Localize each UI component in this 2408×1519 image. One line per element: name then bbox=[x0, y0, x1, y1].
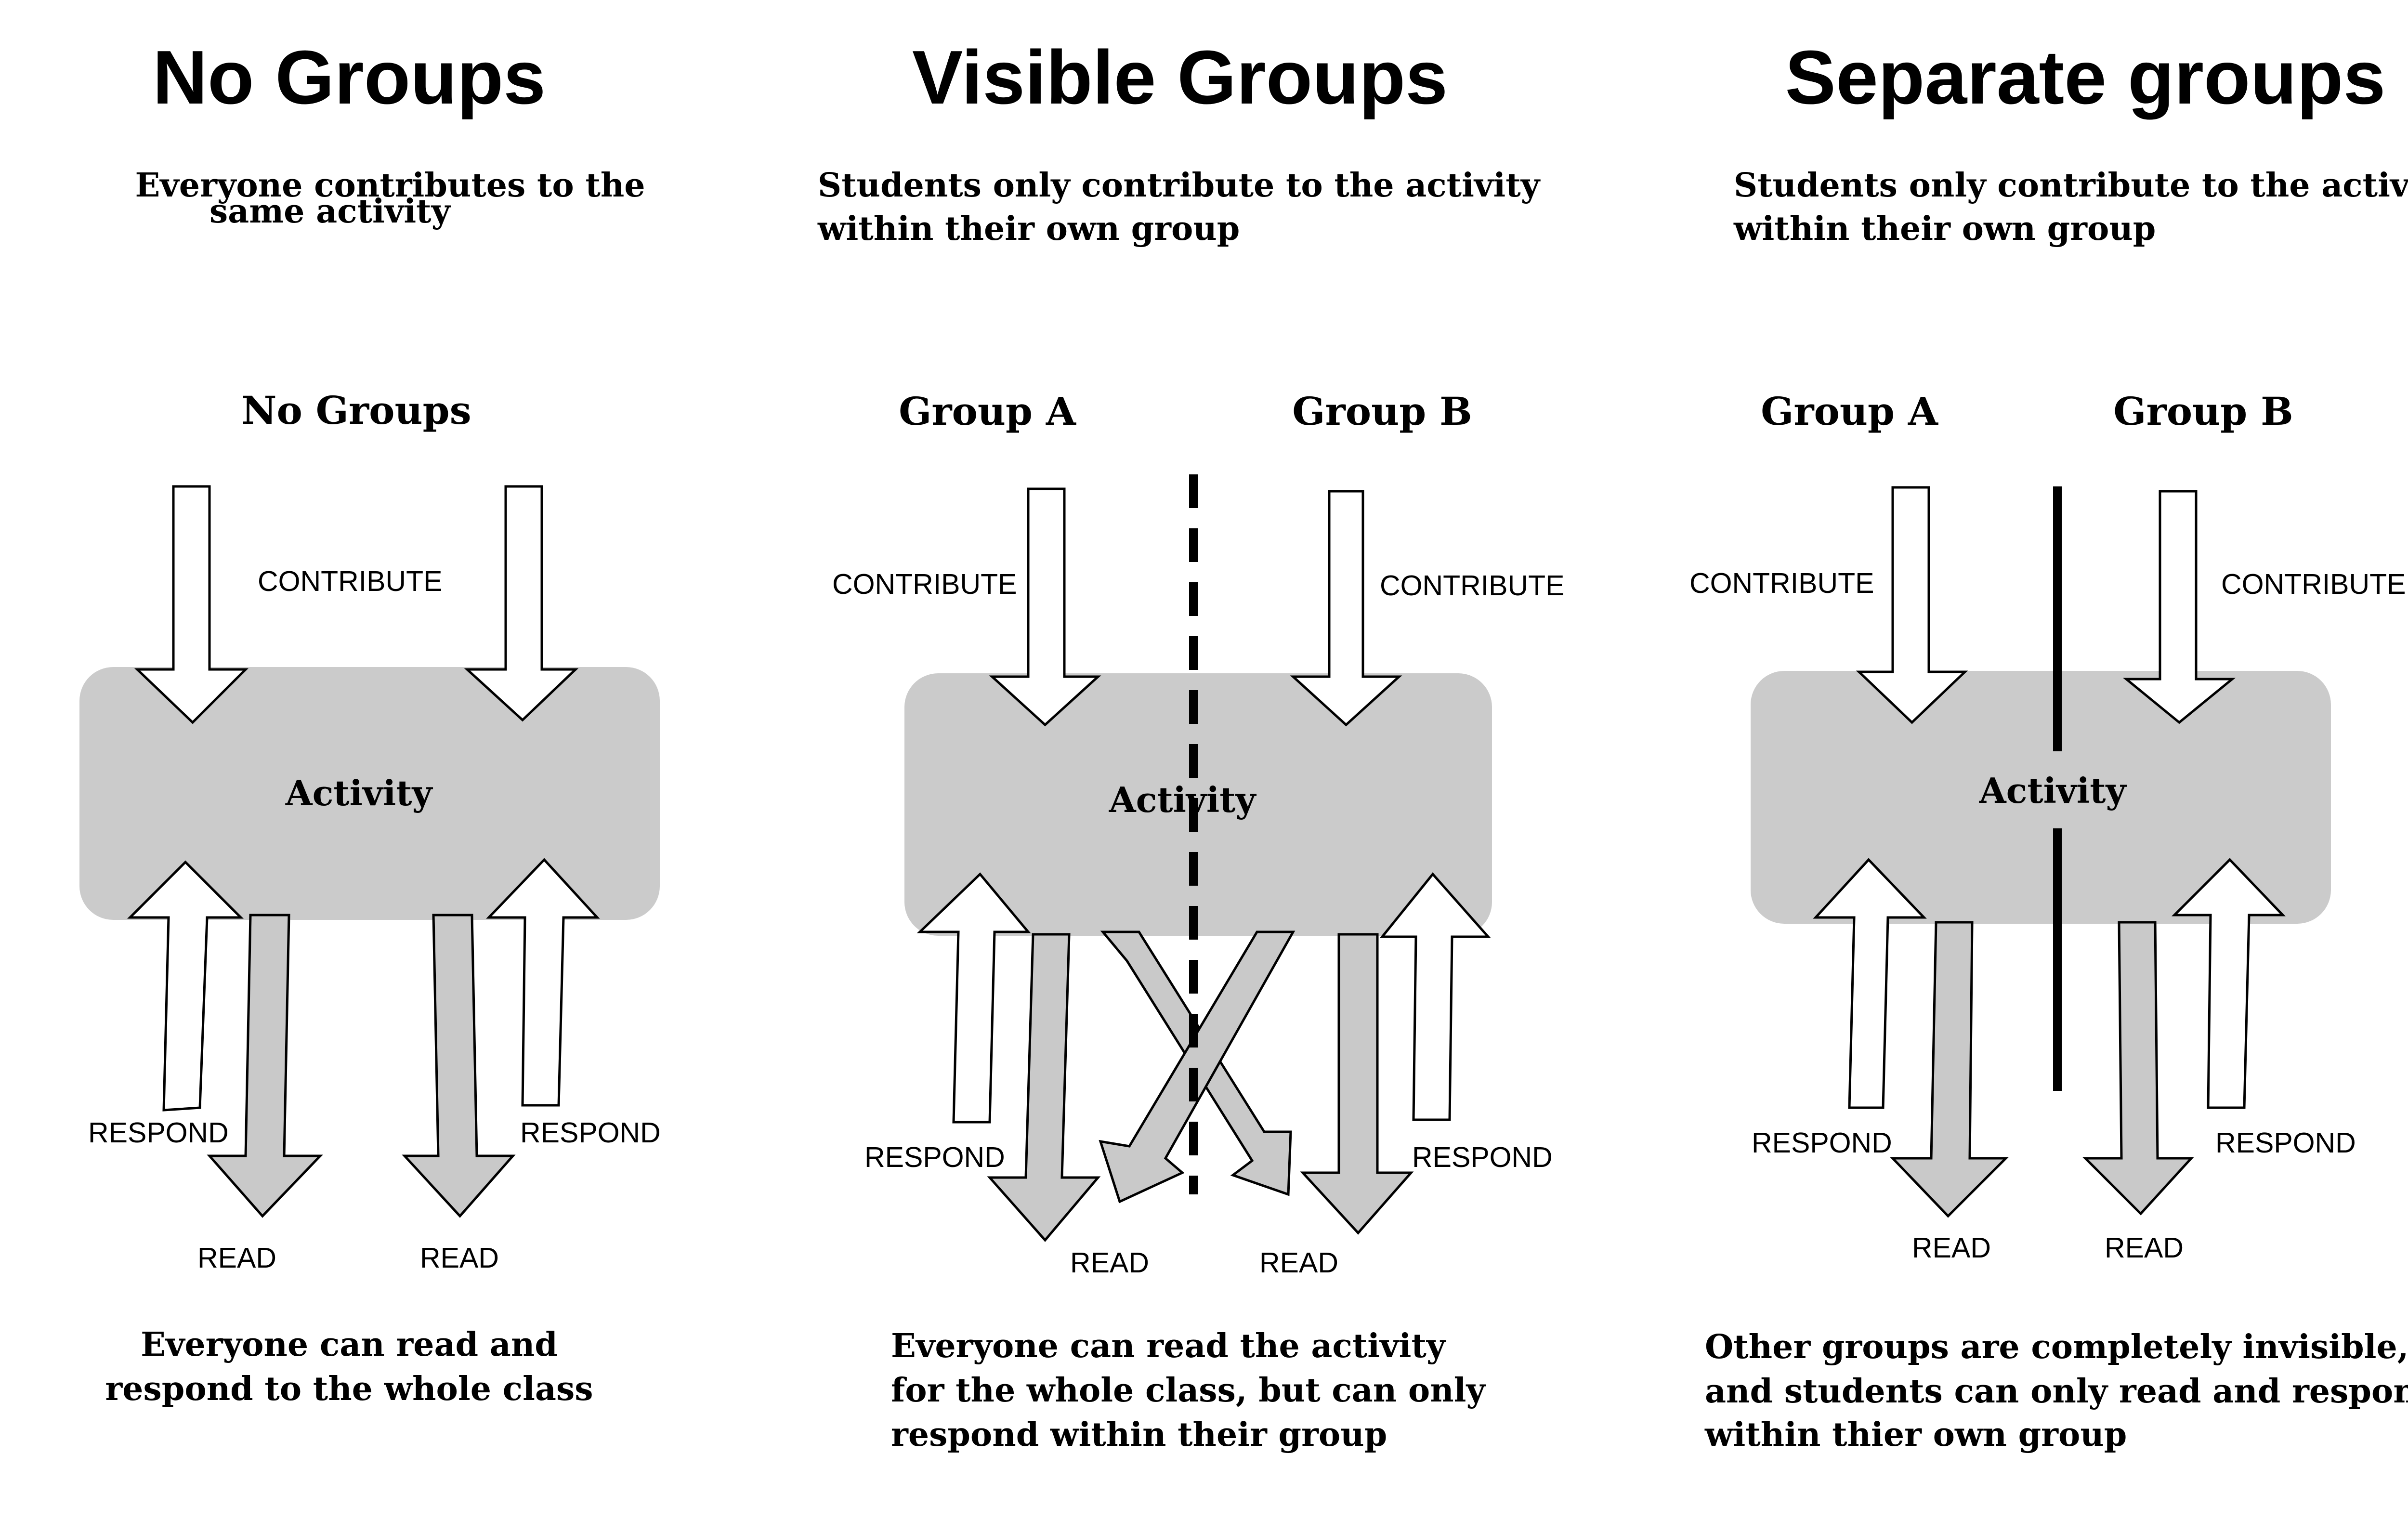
read-label: READ bbox=[1259, 1247, 1338, 1279]
contribute-arrow bbox=[2122, 490, 2236, 724]
activity-label: Activity bbox=[1979, 770, 2127, 811]
contribute-label: CONTRIBUTE bbox=[2221, 568, 2406, 600]
read-arrow bbox=[1890, 921, 2009, 1218]
respond-arrow bbox=[916, 872, 1031, 1124]
contribute-arrow bbox=[1856, 486, 1968, 724]
panel-footer-line: and students can only read and respond bbox=[1705, 1372, 2408, 1411]
panel-footer-line: within thier own group bbox=[1704, 1415, 2127, 1454]
panel-footer-line: for the whole class, but can only bbox=[891, 1371, 1486, 1410]
respond-label: RESPOND bbox=[520, 1117, 661, 1149]
panel-separate-groups: Separate groups Students only contribute… bbox=[1689, 35, 2408, 1454]
contribute-label: CONTRIBUTE bbox=[1689, 567, 1874, 599]
activity-label: Activity bbox=[1109, 779, 1257, 820]
read-label: READ bbox=[420, 1242, 499, 1274]
respond-label: RESPOND bbox=[1412, 1141, 1553, 1173]
read-arrow bbox=[987, 933, 1101, 1242]
respond-arrow bbox=[486, 858, 600, 1107]
panel-description-line: Students only contribute to the activity bbox=[1734, 166, 2408, 205]
panel-footer-line: respond to the whole class bbox=[105, 1370, 593, 1408]
panel-description-line: Students only contribute to the activity bbox=[818, 166, 1541, 205]
group-label: Group B bbox=[1292, 389, 1472, 434]
read-arrow bbox=[1300, 933, 1414, 1235]
activity-label: Activity bbox=[285, 773, 433, 813]
panel-footer-line: Everyone can read the activity bbox=[891, 1327, 1447, 1365]
read-label: READ bbox=[1070, 1247, 1149, 1279]
respond-arrow bbox=[1813, 858, 1927, 1109]
panel-description-line: within their own group bbox=[1733, 210, 2156, 248]
read-label: READ bbox=[2105, 1232, 2184, 1264]
panel-description-line: same activity bbox=[209, 192, 452, 231]
panel-footer-line: Other groups are completely invisible, bbox=[1705, 1328, 2408, 1366]
panel-description-line: within their own group bbox=[817, 210, 1240, 248]
cross-read-arrow bbox=[1099, 930, 1296, 1204]
read-label: READ bbox=[1912, 1232, 1991, 1264]
group-label: No Groups bbox=[241, 388, 471, 433]
respond-arrow bbox=[2171, 858, 2286, 1109]
group-label: Group A bbox=[899, 389, 1076, 434]
respond-label: RESPOND bbox=[88, 1117, 229, 1149]
respond-arrow bbox=[127, 860, 244, 1112]
contribute-arrow bbox=[134, 485, 249, 724]
respond-label: RESPOND bbox=[864, 1141, 1005, 1173]
panel-title: No Groups bbox=[153, 35, 546, 120]
contribute-label: CONTRIBUTE bbox=[258, 565, 443, 597]
contribute-label: CONTRIBUTE bbox=[832, 568, 1017, 600]
activity-box bbox=[1751, 671, 2331, 924]
read-arrow bbox=[402, 914, 516, 1218]
contribute-label: CONTRIBUTE bbox=[1380, 570, 1565, 602]
panel-visible-groups: Visible Groups Students only contribute … bbox=[817, 35, 1565, 1454]
contribute-arrow bbox=[989, 487, 1101, 727]
activity-box bbox=[904, 673, 1492, 936]
group-label: Group B bbox=[2113, 389, 2293, 434]
activity-box bbox=[79, 667, 660, 920]
panel-footer-line: respond within their group bbox=[891, 1415, 1387, 1454]
panel-title: Visible Groups bbox=[912, 35, 1448, 120]
respond-label: RESPOND bbox=[2215, 1127, 2356, 1159]
read-arrow bbox=[207, 914, 323, 1218]
panel-footer-line: Everyone can read and bbox=[141, 1325, 558, 1364]
contribute-arrow bbox=[464, 485, 579, 722]
respond-arrow bbox=[1379, 872, 1491, 1121]
panel-title: Separate groups bbox=[1785, 35, 2386, 120]
panel-description-line: Everyone contributes to the bbox=[135, 166, 645, 205]
respond-label: RESPOND bbox=[1752, 1127, 1892, 1159]
group-label: Group A bbox=[1761, 389, 1938, 434]
contribute-arrow bbox=[1290, 490, 1402, 727]
read-arrow bbox=[2082, 921, 2194, 1216]
panel-no-groups: No Groups Everyone contributes to the sa… bbox=[79, 35, 661, 1408]
read-label: READ bbox=[197, 1242, 276, 1274]
